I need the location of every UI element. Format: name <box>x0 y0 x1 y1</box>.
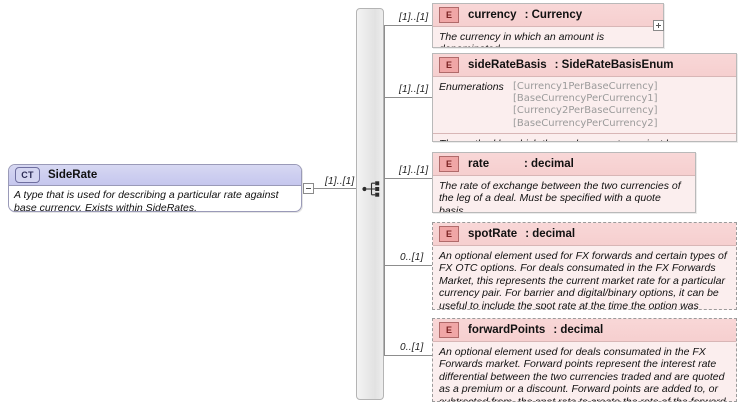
element-forward-points-documentation: An optional element used for deals consu… <box>439 346 726 402</box>
enumeration-item: [Currency1PerBaseCurrency] <box>513 81 658 92</box>
cardinality-spot-rate: 0..[1] <box>400 252 424 263</box>
element-side-rate-basis-header: E sideRateBasis : SideRateBasisEnum <box>433 54 736 77</box>
element-badge-icon: E <box>439 57 459 73</box>
element-rate-type: : decimal <box>524 158 574 170</box>
element-forward-points-header: E forwardPoints : decimal <box>433 319 736 342</box>
complex-type-header: CT SideRate <box>9 165 301 186</box>
complex-type-side-rate[interactable]: CT SideRate A type that is used for desc… <box>8 164 302 212</box>
element-rate-documentation: The rate of exchange between the two cur… <box>439 180 681 213</box>
connector-branch-spot-rate <box>384 265 432 266</box>
element-forward-points[interactable]: E forwardPoints : decimal An optional el… <box>432 318 737 402</box>
element-side-rate-basis-name: sideRateBasis <box>468 59 547 71</box>
cardinality-forward-points: 0..[1] <box>400 342 424 353</box>
complex-type-documentation: A type that is used for describing a par… <box>14 189 279 212</box>
connector-branch-forward-points <box>384 355 432 356</box>
connector-branch-spine <box>384 25 385 355</box>
element-badge-icon: E <box>439 226 459 242</box>
element-rate[interactable]: E rate : decimal The rate of exchange be… <box>432 152 696 213</box>
cardinality-side-rate: [1]..[1] <box>325 176 355 187</box>
element-spot-rate-type: : decimal <box>525 228 576 240</box>
enumerations-values: [Currency1PerBaseCurrency] [BaseCurrency… <box>513 81 658 130</box>
cardinality-currency: [1]..[1] <box>399 12 429 23</box>
plus-icon-expand-currency[interactable] <box>653 20 664 31</box>
element-badge-icon: E <box>439 7 459 23</box>
enumerations-row: Enumerations [Currency1PerBaseCurrency] … <box>433 77 736 134</box>
element-currency[interactable]: E currency : Currency The currency in wh… <box>432 3 664 48</box>
connector-branch-rate <box>384 178 432 179</box>
enumeration-item: [Currency2PerBaseCurrency] <box>513 105 658 117</box>
element-currency-type: : Currency <box>524 9 583 21</box>
element-forward-points-type: : decimal <box>553 324 604 336</box>
cardinality-side-rate-basis: [1]..[1] <box>399 84 429 95</box>
element-badge-icon: E <box>439 322 459 338</box>
element-forward-points-name: forwardPoints <box>468 324 546 336</box>
sequence-compositor-bar[interactable] <box>356 8 384 400</box>
complex-type-title: SideRate <box>48 169 98 181</box>
element-currency-header: E currency : Currency <box>433 4 663 27</box>
element-spot-rate-header: E spotRate : decimal <box>433 223 736 246</box>
element-spot-rate-name: spotRate <box>468 228 518 240</box>
element-rate-header: E rate : decimal <box>433 153 695 176</box>
element-side-rate-basis[interactable]: E sideRateBasis : SideRateBasisEnum Enum… <box>432 53 737 142</box>
connector-type-to-sequence <box>314 188 356 189</box>
element-side-rate-basis-type: : SideRateBasisEnum <box>554 59 674 71</box>
connector-branch-currency <box>384 25 432 26</box>
cardinality-rate: [1]..[1] <box>399 165 429 176</box>
element-currency-name: currency <box>468 9 517 21</box>
enumeration-item: [BaseCurrencyPerCurrency1] <box>513 93 658 105</box>
element-spot-rate[interactable]: E spotRate : decimal An optional element… <box>432 222 737 310</box>
connector-branch-side-rate-basis <box>384 97 432 98</box>
sequence-icon <box>362 181 380 197</box>
enumeration-item: [BaseCurrencyPerCurrency2] <box>513 117 658 129</box>
element-side-rate-basis-documentation: The method by which the exchange rate ag… <box>433 134 736 141</box>
element-badge-icon: E <box>439 156 459 172</box>
complex-type-badge-icon: CT <box>15 167 40 183</box>
enumerations-label: Enumerations <box>439 81 504 93</box>
element-currency-documentation: The currency in which an amount is denom… <box>439 31 605 47</box>
minus-icon-collapse-side-rate[interactable] <box>303 183 314 194</box>
element-spot-rate-documentation: An optional element used for FX forwards… <box>439 250 727 310</box>
element-rate-name: rate <box>468 158 490 170</box>
